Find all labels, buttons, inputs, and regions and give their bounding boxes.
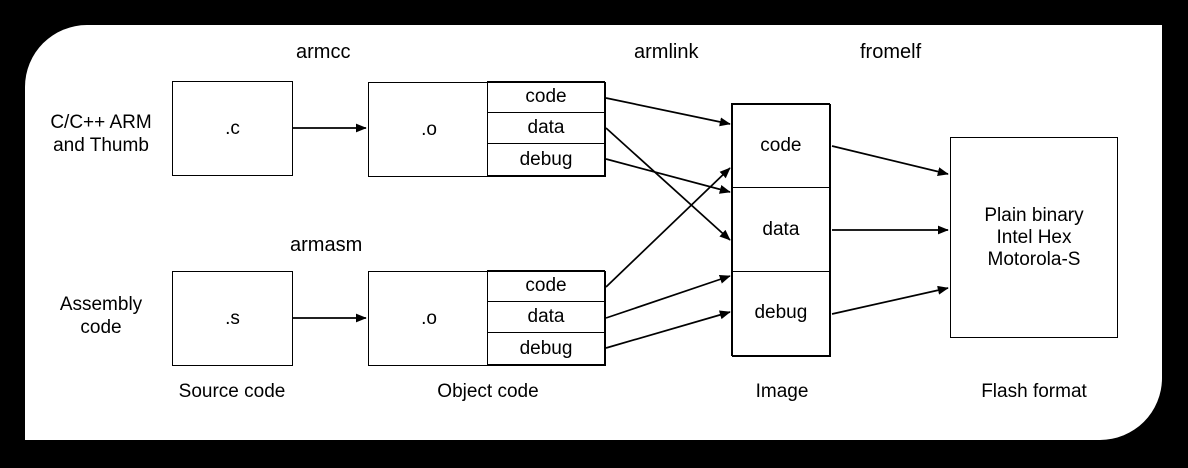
- image-section-data-label: data: [762, 218, 800, 240]
- assembly-object-section-code[interactable]: code: [487, 270, 605, 303]
- stage-label-source-code: Source code: [178, 381, 286, 402]
- c-object-box-label: .o: [421, 118, 437, 140]
- stage-label-image: Image: [755, 381, 809, 402]
- assembly-object-box-name-cell: .o: [369, 272, 489, 365]
- tool-label-armasm: armasm: [290, 234, 363, 256]
- row-label-c-cpp-arm-thumb-line2: and Thumb: [53, 135, 149, 156]
- assembly-object-box[interactable]: .o code data debug: [368, 270, 606, 366]
- assembly-source-box[interactable]: .s: [172, 271, 293, 366]
- c-object-section-data-label: data: [527, 117, 565, 139]
- flash-format-line-1: Plain binary: [984, 204, 1084, 226]
- image-section-data[interactable]: data: [731, 187, 831, 272]
- white-panel: [25, 25, 1162, 440]
- assembly-object-section-debug[interactable]: debug: [487, 332, 605, 366]
- tool-label-fromelf: fromelf: [860, 41, 922, 63]
- c-source-box[interactable]: .c: [172, 81, 293, 176]
- assembly-source-box-label: .s: [225, 307, 240, 329]
- c-object-box[interactable]: .o code data debug: [368, 81, 606, 177]
- c-object-section-code[interactable]: code: [487, 81, 605, 114]
- row-label-assembly-code-line1: Assembly: [59, 294, 143, 315]
- flash-format-line-2: Intel Hex: [996, 226, 1072, 248]
- image-section-code-label: code: [760, 134, 802, 156]
- assembly-object-box-label: .o: [421, 307, 437, 329]
- image-section-code[interactable]: code: [731, 103, 831, 189]
- assembly-object-section-data[interactable]: data: [487, 301, 605, 334]
- assembly-object-section-data-label: data: [527, 306, 565, 328]
- c-object-box-name-cell: .o: [369, 83, 489, 176]
- stage-label-object-code: Object code: [437, 381, 539, 402]
- image-section-debug[interactable]: debug: [731, 270, 831, 356]
- row-label-assembly-code-line2: code: [80, 317, 122, 338]
- tool-label-armcc: armcc: [296, 41, 351, 63]
- image-box[interactable]: code data debug: [731, 103, 831, 357]
- stage-label-flash-format: Flash format: [981, 381, 1087, 402]
- c-source-box-label: .c: [225, 117, 240, 139]
- flash-format-box-text: Plain binary Intel Hex Motorola-S: [951, 138, 1117, 337]
- c-object-section-debug-label: debug: [519, 148, 573, 170]
- flash-format-box[interactable]: Plain binary Intel Hex Motorola-S: [950, 137, 1118, 338]
- tool-label-armlink: armlink: [634, 41, 699, 63]
- c-object-section-code-label: code: [525, 86, 567, 108]
- row-label-c-cpp-arm-thumb-line1: C/C++ ARM: [50, 112, 152, 133]
- c-object-section-debug[interactable]: debug: [487, 143, 605, 177]
- c-object-section-data[interactable]: data: [487, 112, 605, 145]
- flash-format-line-3: Motorola-S: [987, 248, 1081, 270]
- assembly-object-section-code-label: code: [525, 275, 567, 297]
- assembly-object-section-debug-label: debug: [519, 337, 573, 359]
- image-section-debug-label: debug: [754, 302, 808, 324]
